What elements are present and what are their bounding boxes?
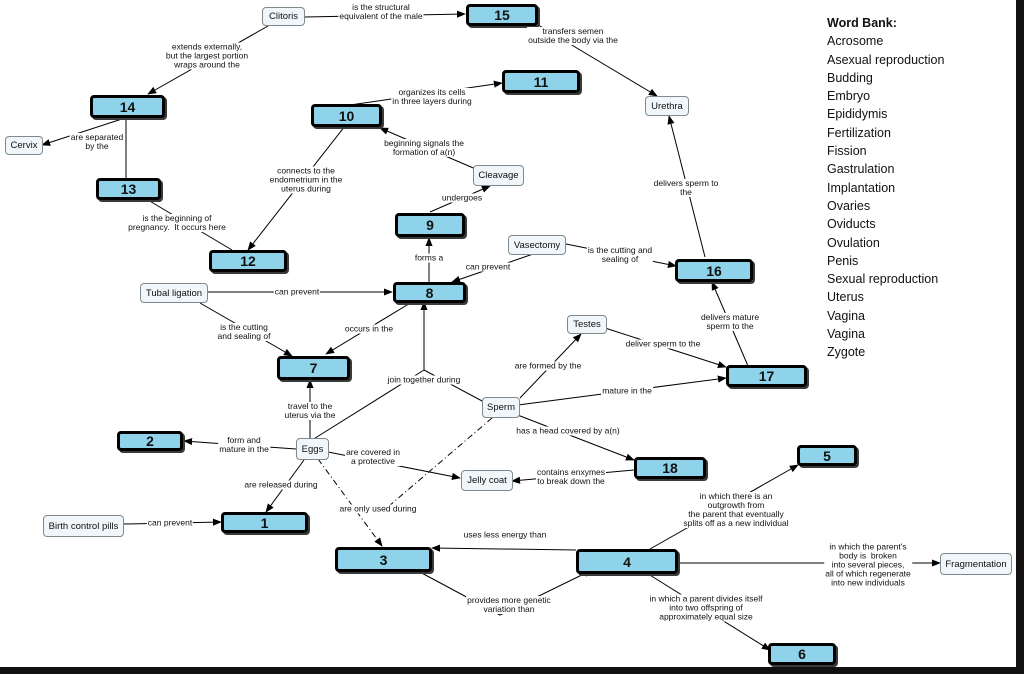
link-label-tubal-7: is the cutting and sealing of [216, 322, 272, 341]
word-bank-item: Ovaries [827, 198, 871, 213]
blank-12[interactable]: 12 [209, 250, 287, 272]
link-label-cleavage-10: beginning signals the formation of a(n) [383, 138, 465, 157]
concept-birth-control-pills[interactable]: Birth control pills [43, 515, 124, 537]
link-label-8-9: forms a [413, 252, 445, 263]
link-label-testes-17: deliver sperm to the [624, 338, 702, 349]
link-label-13-12: is the beginning of pregnancy. It occurs… [127, 213, 227, 232]
blank-1[interactable]: 1 [221, 512, 308, 533]
blank-8[interactable]: 8 [393, 282, 466, 303]
word-bank-item: Implantation [827, 180, 896, 195]
link-eggs-3-dashed [317, 458, 383, 547]
word-bank-item: Fertilization [827, 125, 891, 140]
link-label-4-frag: in which the parent's body is broken int… [824, 541, 912, 588]
link-label-pills-1: can prevent [146, 517, 194, 528]
blank-13[interactable]: 13 [96, 178, 161, 200]
link-label-only-used: are only used during [338, 503, 418, 514]
link-label-18-jelly: contains enxymes to break down the [535, 467, 607, 486]
blank-18[interactable]: 18 [634, 457, 706, 479]
blank-17[interactable]: 17 [726, 365, 807, 387]
blank-7[interactable]: 7 [277, 356, 350, 380]
link-label-clitoris-15: is the structural equivalent of the male [338, 2, 424, 21]
frame-border-bottom [0, 667, 1024, 674]
link-label-16-urethra: delivers sperm to the [652, 178, 720, 197]
frame-border-right [1016, 0, 1024, 674]
link-label-eggs-2: form and mature in the [218, 435, 270, 454]
word-bank-item: Vagina [827, 308, 865, 323]
link-label-10-11: organizes its cells in three layers duri… [391, 87, 473, 106]
word-bank-item: Gastrulation [827, 162, 895, 177]
concept-sperm[interactable]: Sperm [482, 397, 520, 418]
link-label-tubal-8: can prevent [273, 286, 321, 297]
link-label-eggs-1: are released during [243, 479, 319, 490]
link-label-sperm-testes: are formed by the [513, 360, 583, 371]
link-label-4-5: in which there is an outgrowth from the … [682, 491, 790, 528]
link-label-clitoris-14: extends externally, but the largest port… [164, 41, 250, 70]
concept-cervix[interactable]: Cervix [5, 136, 43, 155]
word-bank-item: Acrosome [827, 34, 884, 49]
word-bank-item: Ovulation [827, 235, 880, 250]
link-14-cervix [41, 117, 126, 146]
blank-6[interactable]: 6 [768, 643, 836, 665]
concept-eggs[interactable]: Eggs [296, 438, 329, 460]
word-bank-item: Budding [827, 70, 873, 85]
blank-9[interactable]: 9 [395, 213, 465, 237]
concept-urethra[interactable]: Urethra [645, 96, 689, 116]
blank-14[interactable]: 14 [90, 95, 165, 118]
link-sperm-join [423, 369, 485, 403]
concept-fragmentation[interactable]: Fragmentation [940, 553, 1012, 575]
blank-10[interactable]: 10 [311, 104, 382, 127]
concept-testes[interactable]: Testes [567, 315, 607, 334]
blank-5[interactable]: 5 [797, 445, 857, 466]
link-label-join: join together during [386, 374, 462, 385]
link-sperm-3-dashed [381, 417, 493, 513]
link-label-4-3: uses less energy than [462, 529, 548, 540]
concept-cleavage[interactable]: Cleavage [473, 165, 524, 186]
blank-3[interactable]: 3 [335, 547, 432, 572]
link-label-eggs-7: travel to the uterus via the [283, 401, 337, 420]
concept-jelly-coat[interactable]: Jelly coat [461, 470, 513, 491]
blank-4[interactable]: 4 [576, 549, 678, 574]
link-label-3-4: provides more genetic variation than [466, 595, 552, 614]
concept-vasectomy[interactable]: Vasectomy [508, 235, 566, 255]
word-bank-item: Zygote [827, 345, 866, 360]
word-bank: Word Bank: Acrosome Asexual reproduction… [827, 14, 944, 362]
link-label-vasectomy-8: can prevent [464, 261, 512, 272]
link-label-17-16: delivers mature sperm to the [699, 312, 761, 331]
concept-tubal-ligation[interactable]: Tubal ligation [140, 283, 208, 303]
word-bank-item: Embryo [827, 89, 871, 104]
blank-11[interactable]: 11 [502, 70, 580, 93]
link-label-vasectomy-16: is the cutting and sealing of [586, 245, 654, 264]
link-label-eggs-jelly: are covered in a protective [345, 447, 401, 466]
link-label-8-7: occurs in the [343, 323, 395, 334]
word-bank-item: Asexual reproduction [827, 52, 945, 67]
word-bank-item: Uterus [827, 290, 864, 305]
link-label-4-6: in which a parent divides itself into tw… [648, 593, 764, 622]
word-bank-item: Penis [827, 253, 859, 268]
blank-15[interactable]: 15 [466, 4, 538, 26]
link-label-sperm-18: has a head covered by a(n) [515, 425, 621, 436]
word-bank-item: Fission [827, 144, 867, 159]
link-label-sperm-17: mature in the [601, 385, 653, 396]
word-bank-title: Word Bank: [827, 16, 897, 30]
blank-16[interactable]: 16 [675, 259, 753, 282]
link-label-15-urethra: transfers semen outside the body via the [527, 26, 619, 45]
word-bank-item: Vagina [827, 327, 865, 342]
concept-clitoris[interactable]: Clitoris [262, 7, 305, 26]
word-bank-item: Oviducts [827, 217, 876, 232]
link-label-9-cleavage: undergoes [440, 192, 484, 203]
word-bank-item: Epididymis [827, 107, 888, 122]
link-label-14-cervix: are separated by the [69, 132, 125, 151]
link-label-10-12: connects to the endometrium in the uteru… [268, 165, 344, 194]
blank-2[interactable]: 2 [117, 431, 183, 451]
word-bank-item: Sexual reproduction [827, 272, 939, 287]
link-sperm-18 [514, 413, 635, 461]
link-4-3 [431, 544, 577, 552]
